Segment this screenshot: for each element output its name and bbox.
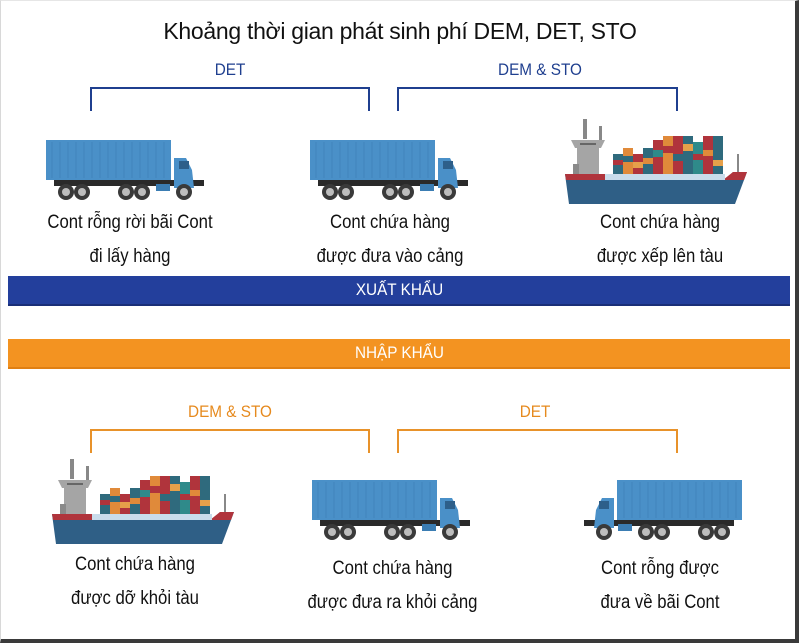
export-step-3-line1: Cont chứa hàng xyxy=(600,212,720,233)
import-step-3-line2: đưa về bãi Cont xyxy=(600,592,720,613)
export-band: XUẤT KHẨU xyxy=(8,276,790,306)
export-step-1-truck xyxy=(45,139,206,206)
import-period-dem-sto-label: DEM & STO xyxy=(188,402,272,421)
import-step-1-ship xyxy=(52,454,237,546)
import-step-3-truck xyxy=(582,479,743,546)
export-step-3-line2: được xếp lên tàu xyxy=(596,246,724,267)
container-ship-icon xyxy=(565,119,747,204)
import-step-2-line2: được đưa ra khỏi cảng xyxy=(307,592,478,613)
export-step-2-line2: được đưa vào cảng xyxy=(316,246,464,267)
container-truck-icon xyxy=(311,479,471,541)
export-step-1-line2: đi lấy hàng xyxy=(89,246,171,267)
import-band: NHẬP KHẨU xyxy=(8,339,790,369)
import-step-3-line1: Cont rỗng được xyxy=(601,558,719,579)
import-period-det-bracket xyxy=(397,429,678,453)
export-step-1-caption: Cont rỗng rời bãi Cont đi lấy hàng xyxy=(16,206,245,274)
import-step-1-line1: Cont chứa hàng xyxy=(75,554,195,575)
export-period-dem-sto-label: DEM & STO xyxy=(498,60,582,79)
container-ship-icon xyxy=(52,459,234,544)
import-step-1-caption: Cont chứa hàng được dỡ khỏi tàu xyxy=(25,548,245,616)
import-step-1-line2: được dỡ khỏi tàu xyxy=(71,588,199,609)
import-step-2-caption: Cont chứa hàng được đưa ra khỏi cảng xyxy=(280,552,504,620)
diagram-title: Khoảng thời gian phát sinh phí DEM, DET,… xyxy=(163,18,637,44)
import-period-det-label: DET xyxy=(519,402,551,421)
export-step-1-line1: Cont rỗng rời bãi Cont xyxy=(47,212,213,233)
container-truck-icon xyxy=(45,139,205,201)
export-step-3-ship xyxy=(565,114,750,206)
export-period-det-bracket xyxy=(90,87,370,111)
import-step-2-truck xyxy=(311,479,472,546)
export-step-2-truck xyxy=(309,139,470,206)
export-step-3-caption: Cont chứa hàng được xếp lên tàu xyxy=(550,206,770,274)
import-period-dem-sto-bracket xyxy=(90,429,370,453)
import-step-2-line1: Cont chứa hàng xyxy=(332,558,453,579)
container-truck-icon xyxy=(583,479,743,541)
container-truck-icon xyxy=(309,139,469,201)
export-period-det-label: DET xyxy=(214,60,246,79)
import-band-label: NHẬP KHẨU xyxy=(354,343,444,362)
export-step-2-line1: Cont chứa hàng xyxy=(330,212,450,233)
export-band-label: XUẤT KHẨU xyxy=(355,280,443,299)
export-step-2-caption: Cont chứa hàng được đưa vào cảng xyxy=(280,206,500,274)
import-step-3-caption: Cont rỗng được đưa về bãi Cont xyxy=(554,552,765,620)
export-period-dem-sto-bracket xyxy=(397,87,678,111)
